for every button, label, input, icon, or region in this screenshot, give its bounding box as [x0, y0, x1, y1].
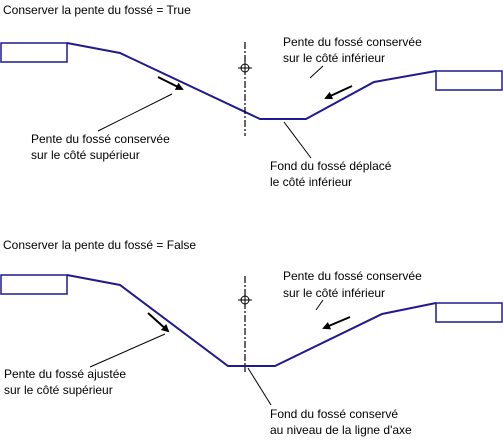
top-left-road-block: [0, 42, 68, 63]
crosshair-circle-icon: [238, 293, 252, 307]
bottom-panel-title: Conserver la pente du fossé = False: [3, 238, 197, 252]
bottom-label-upper-side-line2: sur le côté supérieur: [4, 383, 113, 397]
bottom-ditch-profile: [66, 274, 437, 367]
top-right-road-block: [435, 70, 503, 91]
top-label-bottom-line2: le côté inférieur: [270, 175, 353, 189]
top-label-upper-side-line2: sur le côté supérieur: [31, 148, 140, 162]
top-label-bottom-line1: Fond du fossé déplacé: [270, 159, 392, 173]
arrow-icon: [147, 312, 170, 333]
arrow-icon: [157, 76, 184, 90]
bottom-label-bottom-line2: au niveau de la ligne d'axe: [270, 423, 412, 437]
crosshair-circle-icon: [238, 61, 252, 75]
arrow-icon: [324, 85, 353, 100]
bottom-upper-side-leader: [89, 333, 166, 368]
top-label-lower-side-line1: Pente du fossé conservée: [283, 35, 422, 49]
top-label-lower-side-line2: sur le côté inférieur: [283, 51, 386, 65]
arrow-icon: [322, 316, 351, 330]
bottom-right-road-block: [435, 302, 503, 323]
bottom-label-bottom-line1: Fond du fossé conservé: [270, 407, 399, 421]
bottom-label-lower-side-line1: Pente du fossé conservée: [283, 269, 422, 283]
top-lower-side-leader: [309, 65, 324, 79]
top-ditch-profile: [66, 42, 437, 120]
bottom-lower-side-leader: [315, 299, 324, 311]
top-bottom-leader: [283, 121, 312, 159]
bottom-label-lower-side-line2: sur le côté inférieur: [283, 286, 386, 300]
top-panel-drawing: [0, 42, 503, 159]
top-panel-title: Conserver la pente du fossé = True: [3, 3, 191, 17]
bottom-label-upper-side-line1: Pente du fossé ajustée: [4, 367, 127, 381]
bottom-bottom-leader: [247, 367, 272, 406]
bottom-left-road-block: [0, 274, 68, 295]
bottom-panel-drawing: [0, 274, 503, 406]
top-upper-side-leader: [97, 93, 173, 132]
top-label-upper-side-line1: Pente du fossé conservée: [31, 132, 170, 146]
